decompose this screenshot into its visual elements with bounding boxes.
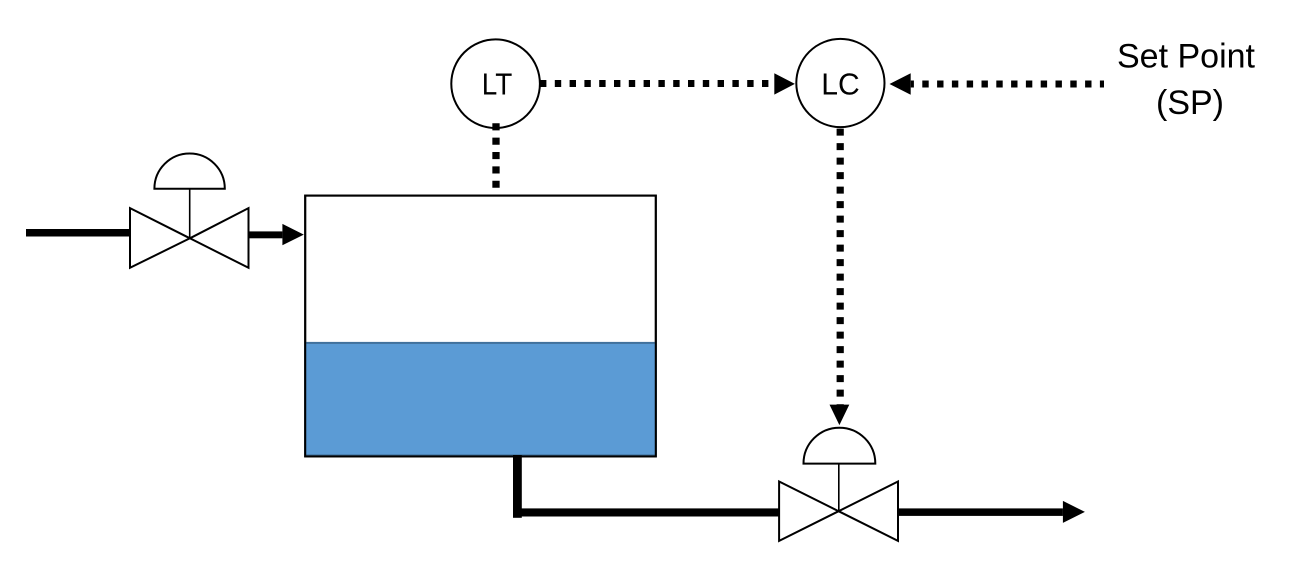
svg-text:(SP): (SP) (1156, 84, 1224, 122)
svg-text:LT: LT (482, 67, 513, 102)
svg-text:LC: LC (821, 67, 860, 102)
svg-text:Set Point: Set Point (1117, 37, 1256, 75)
